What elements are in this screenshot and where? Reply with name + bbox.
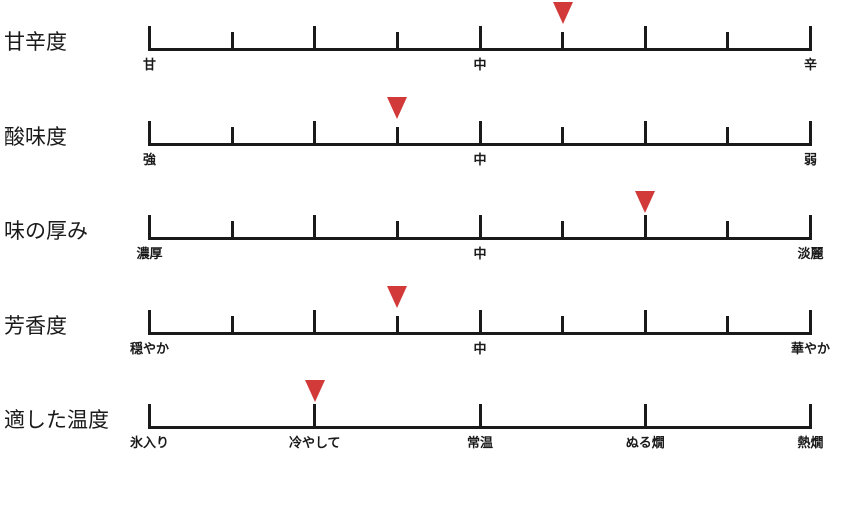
scale-row-label: 芳香度: [4, 314, 67, 338]
scale-row: 味の厚み濃厚 中 淡麗: [0, 189, 850, 262]
scale-major-tick: [313, 26, 316, 51]
scale-major-tick: [148, 121, 151, 146]
scale-end-label: 中: [473, 153, 487, 168]
scale-row-label: 味の厚み: [4, 219, 88, 243]
scale-minor-tick: [396, 221, 399, 240]
scale-major-tick: [644, 404, 647, 429]
scale-minor-tick: [231, 221, 234, 240]
scale-major-tick: [809, 404, 812, 429]
scale-end-label: 中: [473, 58, 487, 73]
scale-end-label: 氷入り: [129, 436, 169, 451]
scale-major-tick: [148, 310, 151, 335]
scale-major-tick: [809, 121, 812, 146]
scale-minor-tick: [726, 32, 729, 51]
scale-major-tick: [809, 26, 812, 51]
scale-major-tick: [479, 404, 482, 429]
scale-row-label: 酸味度: [4, 125, 67, 149]
scale-minor-tick: [561, 127, 564, 146]
scale-end-label: 常温: [466, 436, 493, 451]
scale-marker: [552, 2, 573, 24]
scale-major-tick: [313, 404, 316, 429]
scale-major-tick: [644, 215, 647, 240]
scale-end-label: 熱燗: [797, 436, 824, 451]
scale-marker: [635, 191, 656, 213]
scale-major-tick: [809, 310, 812, 335]
scale-end-label: 淡麗: [797, 247, 824, 262]
scale-minor-tick: [561, 316, 564, 335]
scale-marker: [387, 286, 408, 308]
scale-major-tick: [809, 215, 812, 240]
scale-row: 適した温度氷入り 冷やして 常温 ぬる燗 熱燗: [0, 378, 850, 451]
scale-row: 酸味度強 中 弱: [0, 95, 850, 168]
scale-minor-tick: [231, 127, 234, 146]
scale-major-tick: [148, 215, 151, 240]
scale-major-tick: [313, 121, 316, 146]
scale-minor-tick: [726, 221, 729, 240]
scale-minor-tick: [396, 32, 399, 51]
scale-major-tick: [479, 26, 482, 51]
scale-row: 芳香度穏やか 中 華やか: [0, 284, 850, 357]
scale-minor-tick: [561, 32, 564, 51]
scale-row-label: 甘辛度: [4, 30, 67, 54]
scale-end-label: ぬる燗: [625, 436, 665, 451]
scale-row-label: 適した温度: [4, 408, 109, 432]
scale-major-tick: [644, 121, 647, 146]
scale-end-label: 辛: [803, 58, 817, 73]
scale-minor-tick: [231, 32, 234, 51]
scale-minor-tick: [396, 316, 399, 335]
scale-end-label: 冷やして: [288, 436, 341, 451]
scale-major-tick: [644, 310, 647, 335]
scale-row: 甘辛度甘 中 辛: [0, 0, 850, 73]
scale-end-label: 濃厚: [136, 247, 163, 262]
scale-end-label: 穏やか: [129, 342, 169, 357]
scale-marker: [304, 380, 325, 402]
scale-minor-tick: [396, 127, 399, 146]
scale-major-tick: [148, 26, 151, 51]
scale-end-label: 強: [142, 153, 156, 168]
scale-major-tick: [148, 404, 151, 429]
scale-major-tick: [479, 310, 482, 335]
scale-end-label: 弱: [803, 153, 817, 168]
scale-major-tick: [313, 310, 316, 335]
scale-end-label: 華やか: [790, 342, 830, 357]
scale-marker: [387, 97, 408, 119]
scale-end-label: 甘: [142, 58, 156, 73]
scale-major-tick: [479, 215, 482, 240]
scale-major-tick: [479, 121, 482, 146]
scale-end-label: 中: [473, 247, 487, 262]
scale-major-tick: [313, 215, 316, 240]
scale-minor-tick: [231, 316, 234, 335]
scale-major-tick: [644, 26, 647, 51]
scale-minor-tick: [726, 127, 729, 146]
scale-minor-tick: [561, 221, 564, 240]
scale-minor-tick: [726, 316, 729, 335]
scale-end-label: 中: [473, 342, 487, 357]
